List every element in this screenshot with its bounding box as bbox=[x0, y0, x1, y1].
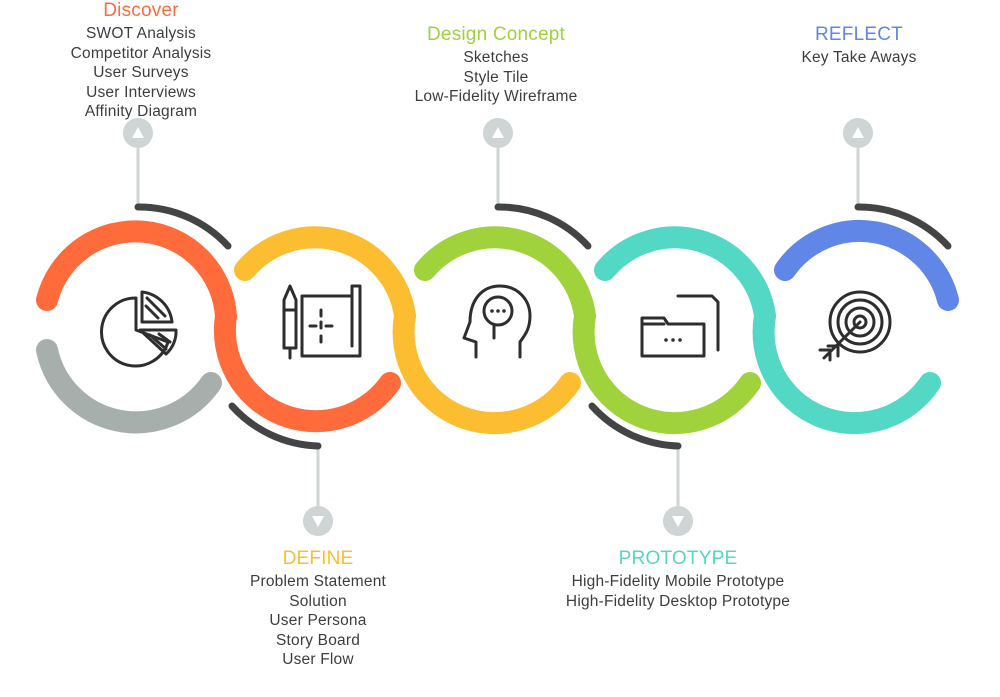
arrow-down-icon bbox=[672, 516, 684, 527]
define-items: Problem Statement Solution User Persona … bbox=[158, 572, 478, 670]
discover-block: Discover SWOT Analysis Competitor Analys… bbox=[0, 0, 301, 122]
define-arc bbox=[234, 226, 581, 435]
folder-document-icon bbox=[640, 294, 720, 358]
reflect-title: REFLECT bbox=[815, 24, 903, 45]
design-accent-arc bbox=[494, 203, 592, 250]
prototype-accent-arc bbox=[588, 402, 682, 450]
arrow-up-icon bbox=[132, 127, 144, 138]
arrow-up-icon bbox=[492, 127, 504, 138]
prototype-title: PROTOTYPE bbox=[618, 548, 738, 569]
list-item: High-Fidelity Desktop Prototype bbox=[565, 592, 791, 610]
define-marker bbox=[303, 506, 333, 536]
list-item: User Interviews bbox=[86, 83, 196, 101]
reflect-arc bbox=[774, 220, 959, 311]
list-item: SWOT Analysis bbox=[86, 25, 196, 42]
reflect-marker bbox=[843, 118, 873, 148]
list-item: Key Take Aways bbox=[801, 49, 917, 66]
define-block: DEFINE Problem Statement Solution User P… bbox=[158, 548, 478, 670]
arrow-down-icon bbox=[312, 516, 324, 527]
define-accent-arc bbox=[228, 402, 322, 450]
discover-title: Discover bbox=[103, 0, 179, 21]
discover-marker bbox=[123, 118, 153, 148]
markers bbox=[123, 118, 873, 536]
prototype-marker bbox=[663, 506, 693, 536]
list-item: Low-Fidelity Wireframe bbox=[414, 88, 578, 106]
design-items: Sketches Style Tile Low-Fidelity Wirefra… bbox=[336, 48, 656, 107]
discover-items: SWOT Analysis Competitor Analysis User S… bbox=[0, 24, 301, 122]
list-item: User Persona bbox=[269, 612, 367, 630]
define-title: DEFINE bbox=[282, 548, 354, 569]
prototype-arc bbox=[594, 226, 941, 435]
list-item: Solution bbox=[289, 592, 347, 610]
list-item: Affinity Diagram bbox=[84, 103, 198, 121]
list-item: Story Board bbox=[275, 631, 361, 649]
pie-chart-icon bbox=[100, 290, 178, 368]
target-arrow-icon bbox=[818, 290, 892, 362]
list-item: Sketches bbox=[463, 49, 529, 66]
list-item: User Flow bbox=[282, 651, 354, 669]
discover-accent-arc bbox=[134, 203, 232, 250]
arrow-up-icon bbox=[852, 127, 864, 138]
connectors bbox=[136, 148, 860, 506]
accent-arcs bbox=[134, 203, 952, 450]
reflect-block: REFLECT Key Take Aways bbox=[699, 24, 1000, 68]
ribbon-arcs bbox=[36, 220, 959, 435]
prototype-items: High-Fidelity Mobile Prototype High-Fide… bbox=[498, 572, 858, 611]
discover-lower-arc bbox=[36, 339, 222, 434]
list-item: Competitor Analysis bbox=[70, 44, 212, 62]
prototype-block: PROTOTYPE High-Fidelity Mobile Prototype… bbox=[498, 548, 858, 611]
discover-arc bbox=[36, 220, 401, 433]
design-title: Design Concept bbox=[427, 24, 565, 45]
list-item: High-Fidelity Mobile Prototype bbox=[571, 573, 785, 590]
list-item: Problem Statement bbox=[249, 573, 387, 590]
design-marker bbox=[483, 118, 513, 148]
reflect-accent-arc bbox=[854, 203, 952, 250]
head-idea-icon bbox=[462, 284, 532, 359]
design-block: Design Concept Sketches Style Tile Low-F… bbox=[336, 24, 656, 107]
blueprint-pencil-icon bbox=[282, 284, 362, 360]
reflect-items: Key Take Aways bbox=[699, 48, 1000, 68]
list-item: Style Tile bbox=[463, 68, 529, 86]
list-item: User Surveys bbox=[93, 64, 189, 82]
design-arc bbox=[414, 226, 761, 435]
